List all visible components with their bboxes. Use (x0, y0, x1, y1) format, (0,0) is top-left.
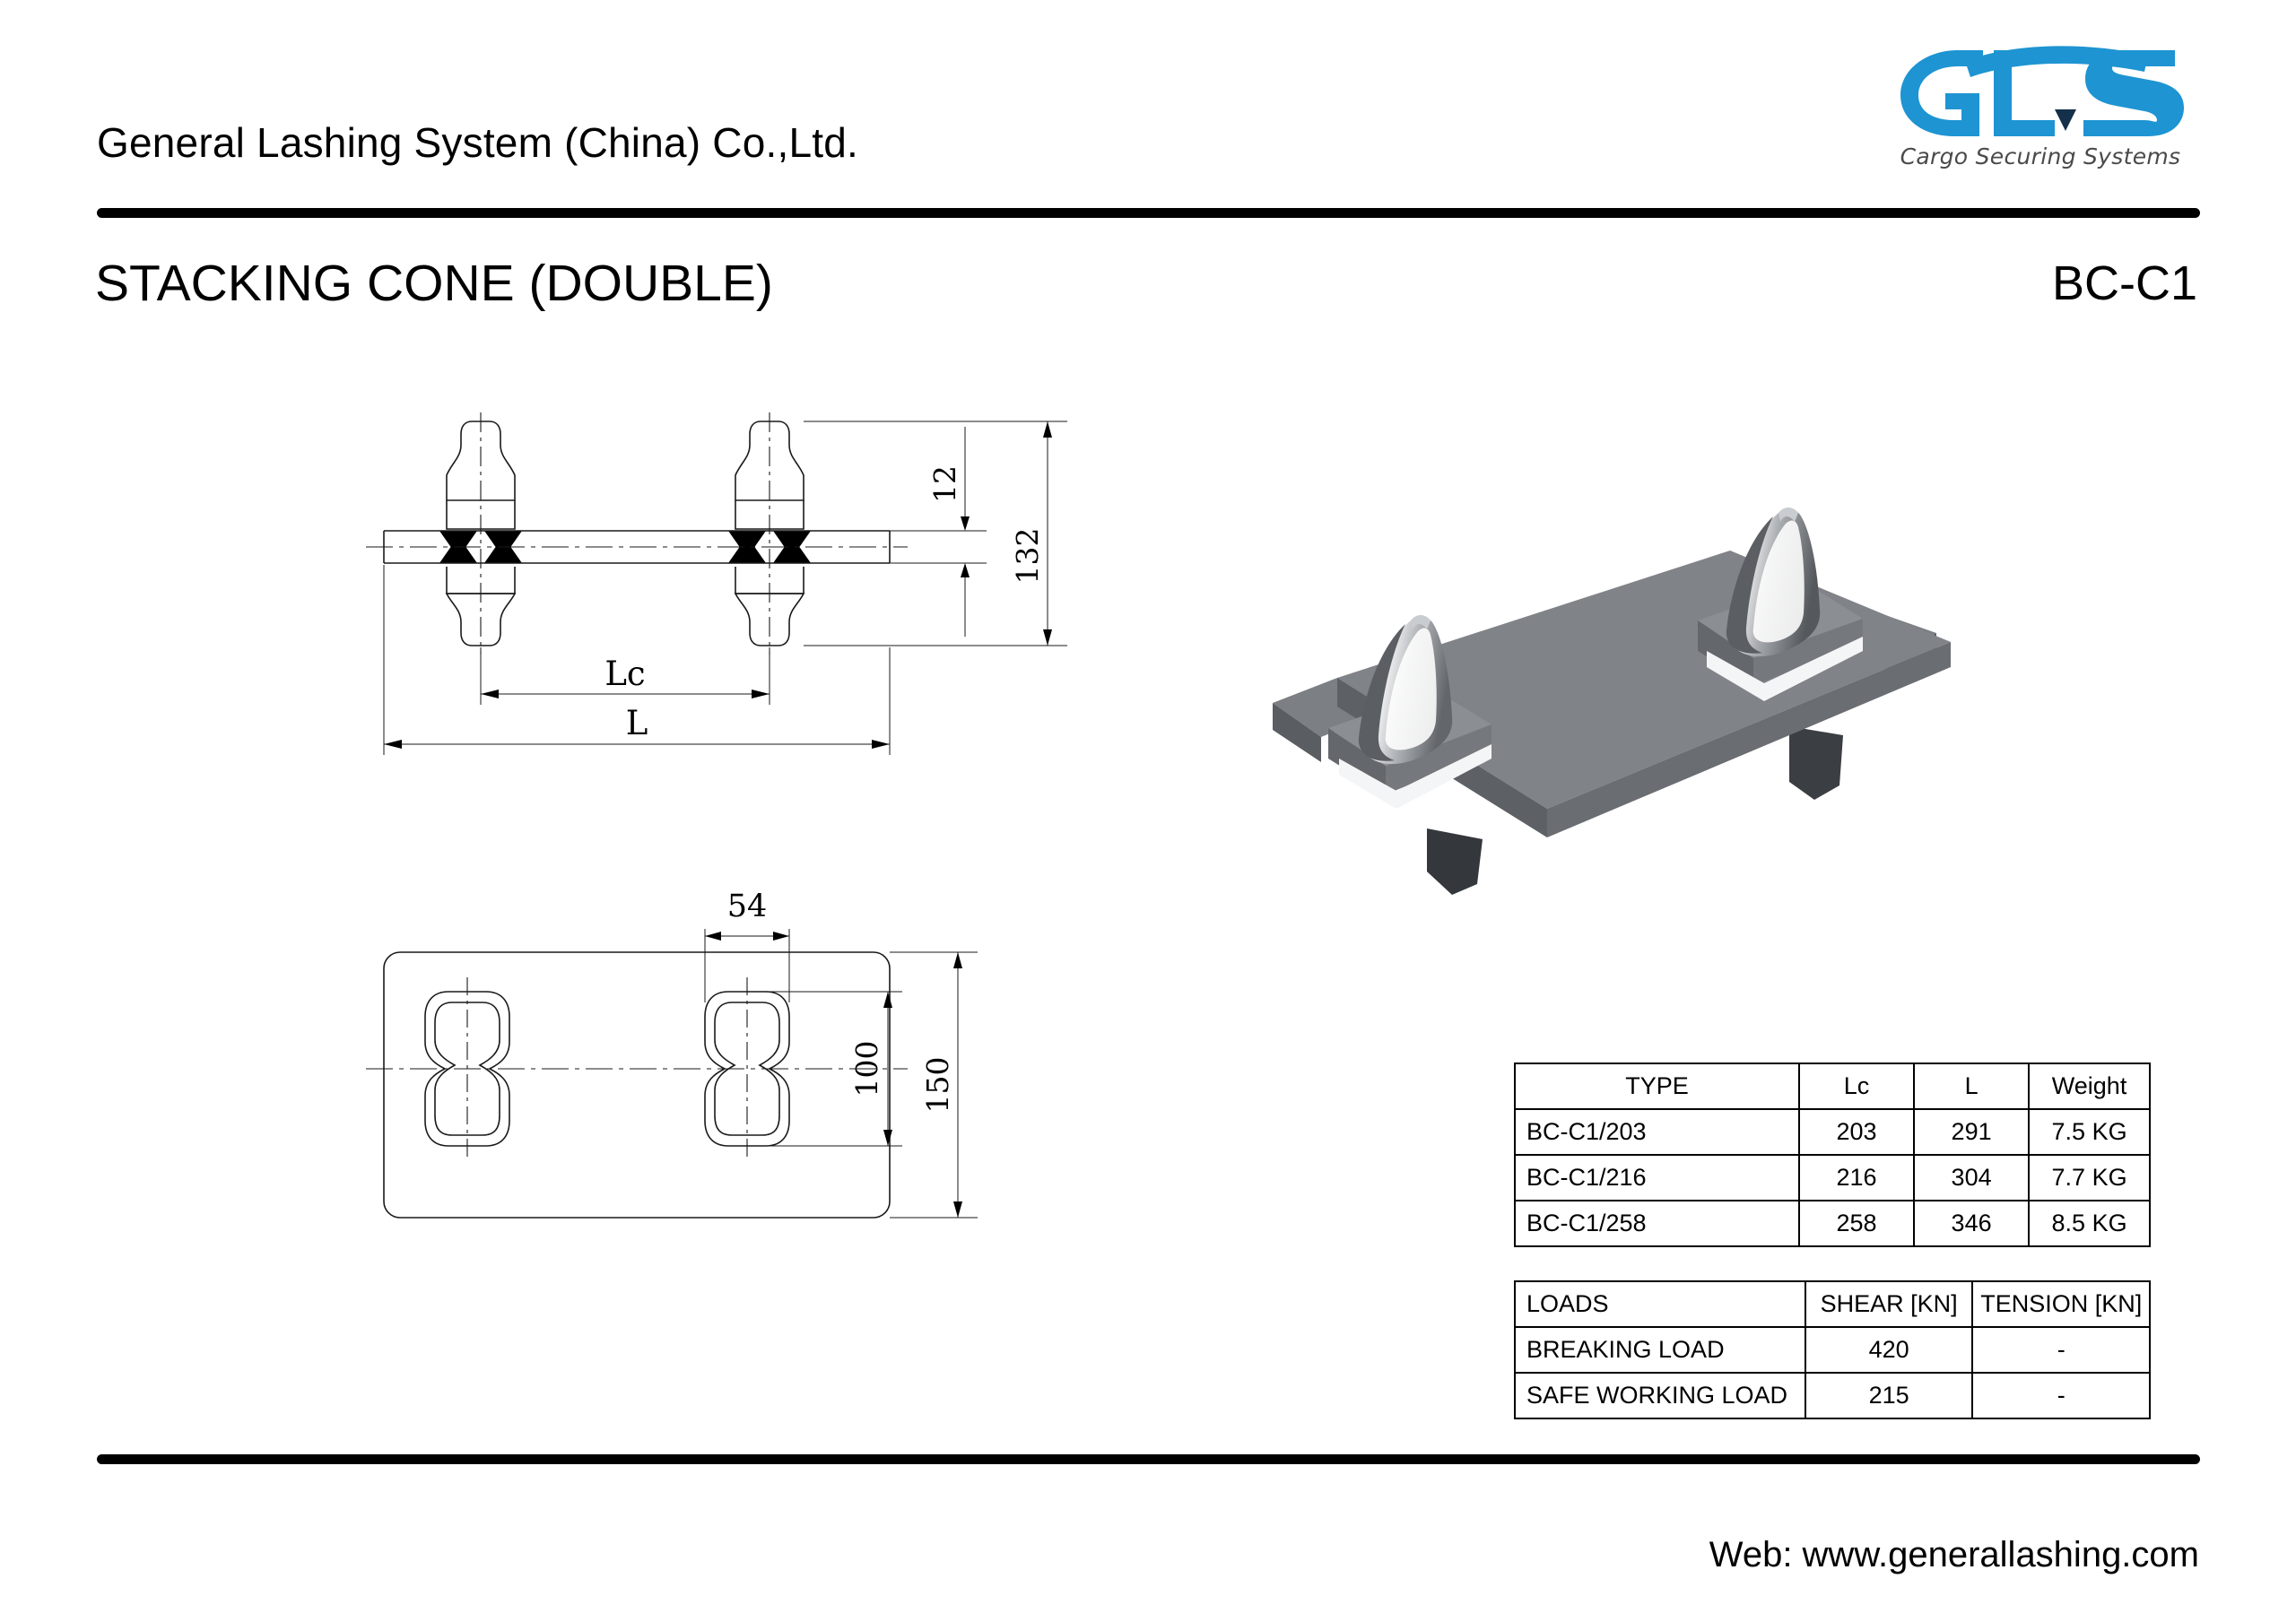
cell-type: BC-C1/203 (1514, 1108, 1800, 1156)
gls-logo-icon (1900, 46, 2184, 136)
table-row: BC-C1/203 203 291 7.5 KG (1514, 1108, 2151, 1156)
footer-divider-rule (97, 1454, 2200, 1464)
header-divider-rule (97, 208, 2200, 218)
cone-slot-right (704, 977, 790, 1162)
dim-label-12: 12 (927, 465, 962, 503)
column-header-lc: Lc (1797, 1063, 1916, 1110)
cell-lc: 258 (1797, 1200, 1916, 1247)
dimension-150 (890, 951, 978, 1219)
footer-website: Web: www.generallashing.com (1709, 1535, 2199, 1574)
dim-label-132: 132 (1010, 528, 1045, 585)
cell-weight: 8.5 KG (2028, 1200, 2151, 1247)
cell-tension: - (1971, 1372, 2151, 1419)
base-plate-outline (383, 951, 891, 1219)
table-row: BC-C1/216 216 304 7.7 KG (1514, 1154, 2151, 1201)
loads-table: LOADS SHEAR [KN] TENSION [KN] BREAKING L… (1514, 1280, 2151, 1419)
cell-lc: 216 (1797, 1154, 1916, 1201)
plate-right-edge (1547, 642, 1951, 837)
dim-label-150: 150 (920, 1057, 955, 1114)
column-header-tension: TENSION [KN] (1971, 1280, 2151, 1328)
column-header-l: L (1913, 1063, 2031, 1110)
gls-logo: Cargo Securing Systems (1879, 34, 2202, 186)
cell-load-name: SAFE WORKING LOAD (1514, 1372, 1806, 1419)
cone-upper-near (1328, 615, 1492, 809)
cone-upper-far (1698, 507, 1863, 701)
cone-left (439, 412, 522, 655)
type-specification-table: TYPE Lc L Weight BC-C1/203 203 291 7.5 K… (1514, 1063, 2151, 1247)
cell-type: BC-C1/258 (1514, 1200, 1800, 1247)
base-plate-side (383, 530, 891, 564)
cell-weight: 7.5 KG (2028, 1108, 2151, 1156)
table-header-row: TYPE Lc L Weight (1514, 1063, 2151, 1110)
cell-l: 346 (1913, 1200, 2031, 1247)
dim-label-L: L (626, 704, 648, 742)
dimension-12 (890, 427, 987, 637)
company-name: General Lashing System (China) Co.,Ltd. (97, 119, 858, 166)
cell-weight: 7.7 KG (2028, 1154, 2151, 1201)
cone-right (728, 412, 811, 655)
dimension-Lc (480, 647, 770, 705)
cell-tension: - (1971, 1326, 2151, 1374)
column-header-weight: Weight (2028, 1063, 2151, 1110)
cell-load-name: BREAKING LOAD (1514, 1326, 1806, 1374)
table-row: SAFE WORKING LOAD 215 - (1514, 1372, 2151, 1419)
cell-shear: 420 (1804, 1326, 1974, 1374)
part-number: BC-C1 (2051, 256, 2197, 310)
cone-slot-left (424, 977, 510, 1162)
dim-label-Lc: Lc (604, 655, 645, 693)
dim-label-100: 100 (849, 1041, 884, 1097)
plan-view-drawing: 54 100 150 (366, 889, 978, 1219)
logo-tagline: Cargo Securing Systems (1900, 143, 2181, 169)
column-header-loads: LOADS (1514, 1280, 1806, 1328)
under-cone-near (1427, 828, 1483, 895)
dim-label-54: 54 (727, 889, 768, 924)
cell-l: 291 (1913, 1108, 2031, 1156)
dimension-132 (804, 421, 1067, 646)
page-title: STACKING CONE (DOUBLE) (95, 255, 773, 312)
column-header-type: TYPE (1514, 1063, 1800, 1110)
dimension-54 (704, 929, 790, 1002)
cell-l: 304 (1913, 1154, 2031, 1201)
table-row: BC-C1/258 258 346 8.5 KG (1514, 1200, 2151, 1247)
column-header-shear: SHEAR [KN] (1804, 1280, 1974, 1328)
table-row: BREAKING LOAD 420 - (1514, 1326, 2151, 1374)
cell-shear: 215 (1804, 1372, 1974, 1419)
dimension-100 (753, 991, 902, 1147)
side-elevation-drawing: 12 132 Lc L (366, 412, 1067, 755)
cell-lc: 203 (1797, 1108, 1916, 1156)
cell-type: BC-C1/216 (1514, 1154, 1800, 1201)
dimension-L (383, 565, 891, 755)
isometric-product-render (1273, 507, 1951, 895)
table-header-row: LOADS SHEAR [KN] TENSION [KN] (1514, 1280, 2151, 1328)
under-cone-far (1789, 726, 1843, 800)
